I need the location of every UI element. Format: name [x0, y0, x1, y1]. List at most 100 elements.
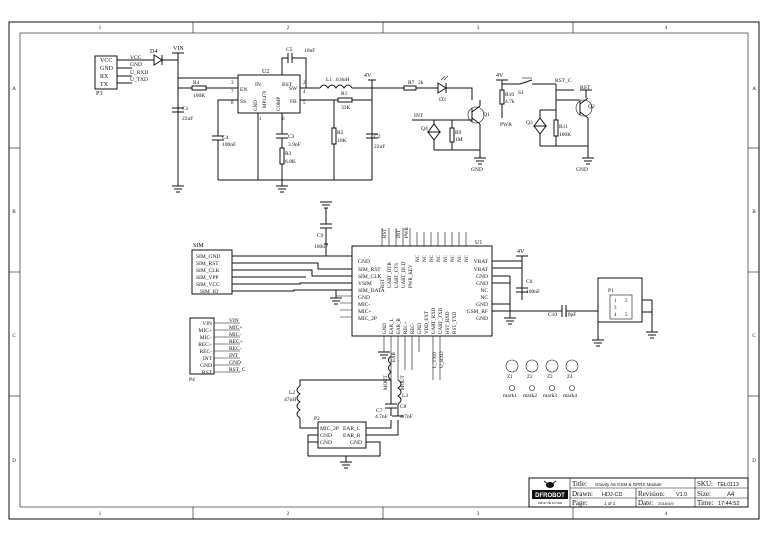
u1-bottom-pin: EAR_L: [390, 318, 395, 334]
p2-right-pin: GND: [350, 440, 362, 446]
row-label: D: [12, 459, 16, 464]
p3-pin: TX: [100, 82, 109, 88]
r2-ref: R2: [337, 130, 344, 136]
p1-pin: 4: [614, 313, 617, 318]
u1-right-pin: VBAT: [474, 267, 489, 273]
row-label: D: [752, 459, 756, 464]
u1-top-pin: NC: [416, 254, 421, 262]
u1-right-pin: GND: [476, 281, 488, 287]
col-label: 4: [665, 26, 668, 31]
u2-pin-bst: BST: [282, 82, 293, 88]
p3-pin: RX: [100, 74, 109, 80]
u2-pin-fb: FB: [290, 99, 297, 105]
led-gnd: GND: [471, 167, 483, 173]
u1-top-pin: PWR_KEY: [409, 264, 414, 288]
col-label: 3: [477, 512, 480, 517]
r4-value: 100K: [193, 93, 205, 99]
col-label: 1: [99, 26, 102, 31]
r3-ref: R3: [285, 151, 292, 157]
u2-pin-in: IN: [255, 82, 261, 88]
u1-bottom-pin: REC-: [411, 322, 416, 334]
c4-value: 100nF: [222, 142, 236, 148]
row-label: C: [12, 334, 16, 339]
u1-left-pin: MIC+: [358, 309, 372, 315]
c9-value: 100nF: [314, 244, 328, 250]
p4-net: INT: [229, 353, 239, 359]
u2-pin-num: 3: [231, 81, 234, 86]
r9-ref: R9: [455, 130, 462, 136]
dfrobot-logo: DFROBOT DRIVE THE FUTURE: [532, 480, 568, 505]
col-label: 2: [287, 512, 290, 517]
u2-ref: U2: [262, 69, 269, 75]
audio-section: L2 47nH L3 MOUT MOUT C7 4.7nF C8 4.7nF P…: [284, 355, 413, 469]
rst-label: RST: [580, 85, 591, 91]
title-value: Gravity A6 GSM & GPRS Module: [595, 482, 662, 487]
row-label: B: [12, 210, 16, 215]
p1-pin: 5: [625, 313, 628, 318]
border-column-labels: 1 2 3 4 1 2 3 4: [99, 26, 668, 517]
p4-pin: VIN: [202, 321, 212, 327]
u1-bottom-pin: HST_TXD: [453, 311, 458, 334]
drawing-border: [8, 21, 760, 520]
c3-ref: C3: [288, 134, 295, 140]
row-label: A: [752, 87, 756, 92]
col-label: 4: [665, 512, 668, 517]
u2-pin-comp: COMP: [277, 97, 282, 111]
u1-bottom-label: EAR: [392, 351, 397, 362]
sim-label: SIM: [193, 243, 204, 249]
u1-right-pin: GND: [476, 274, 488, 280]
r2-value: 10K: [337, 138, 347, 144]
u2-part: MP1470: [263, 90, 268, 108]
u1-left-pin: GND: [358, 295, 370, 301]
q2-ref: Q2: [588, 104, 595, 110]
logo-text: DFROBOT: [535, 493, 565, 499]
c10-ref: C10: [548, 312, 557, 318]
title-block: DFROBOT DRIVE THE FUTURE Title: Gravity …: [528, 477, 749, 508]
p2-left-pin: MIC_2P: [320, 426, 339, 432]
l2-value: 47nH: [284, 397, 296, 403]
q3-ref: Q3: [526, 120, 533, 126]
p4-ref: P4: [189, 377, 195, 383]
r1-ref: R1: [341, 91, 348, 97]
p3-net: U_RXD: [130, 70, 148, 76]
r7-value: 2k: [418, 80, 424, 86]
u1-bottom-pin: EAR_R: [397, 318, 402, 335]
date-label: Date:: [638, 499, 653, 507]
u1-top-pin: UART_DTR: [388, 262, 393, 288]
p4-net: RST_C: [229, 367, 246, 373]
u1-left-pin: VSIM: [358, 281, 372, 287]
u1-left-pin: SIM_RST: [358, 267, 381, 273]
p4-net: MIC+: [229, 325, 243, 331]
u2-pin-num: 2: [303, 81, 306, 86]
p4-pin: RST: [202, 370, 213, 376]
fiducial-ref: Z2: [527, 375, 533, 380]
sim-pin: SIM_IO: [200, 289, 218, 295]
date-value: 2018/4/9: [658, 501, 674, 506]
u1-left-pin: MIC_2P: [358, 316, 377, 322]
u1-ref: U1: [475, 240, 482, 246]
col-label: 1: [99, 512, 102, 517]
p3-pin: GND: [100, 66, 114, 72]
header-p4: P4 VIN MIC+ MIC- REC+ REC- INT GND RST V…: [189, 317, 246, 383]
row-label: C: [752, 334, 756, 339]
c7-ref: C7: [376, 408, 383, 414]
reg-out-net: 4V: [364, 73, 372, 79]
fiducial-ref: Z4: [567, 375, 573, 380]
revision-label: Revision:: [638, 490, 665, 498]
r10-value: 4.7k: [505, 99, 515, 105]
u1-right-pin: GSM_RF: [467, 309, 488, 315]
u2-pin-num: 8: [231, 101, 234, 106]
u2-pin-num: 1: [259, 117, 262, 122]
c10-value: 10pF: [565, 312, 576, 318]
u2-pin-gnd: GND: [254, 100, 259, 111]
c9-ref: C9: [317, 233, 324, 239]
revision-value: V1.0: [676, 492, 687, 498]
sim-pin: SIM_VCC: [196, 282, 220, 288]
u1-left-pin: MIC-: [358, 302, 370, 308]
u1-top-pin: NC: [458, 254, 463, 262]
u2-pin-sw: SW: [289, 86, 298, 92]
p4-net: REC-: [229, 346, 242, 352]
switch-gnd: GND: [576, 167, 588, 173]
d4-ref: D4: [150, 49, 157, 55]
p2-left-pin: GND: [320, 433, 332, 439]
